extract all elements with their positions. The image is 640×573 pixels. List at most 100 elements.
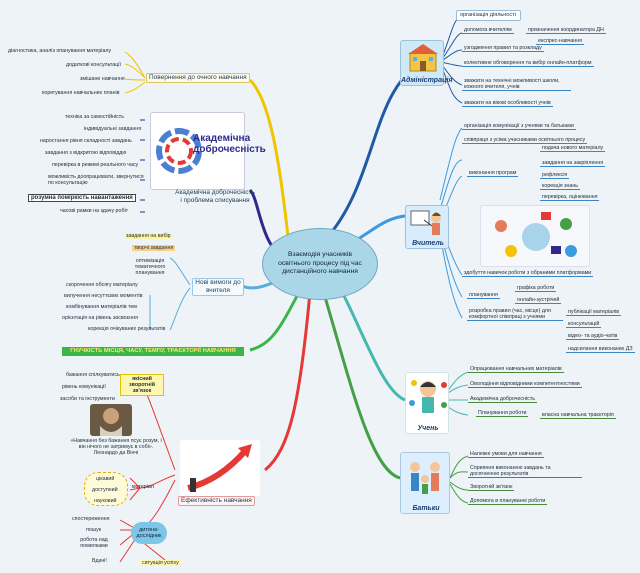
admin-item-1: організація діяльності: [456, 10, 521, 21]
rules-sub-4: надсилання виконаних ДЗ: [566, 346, 635, 353]
student-picture: Учень: [405, 372, 449, 434]
rules-sub-2: консультацій: [566, 321, 602, 328]
researcher-sub-3: робота над помилками: [80, 537, 108, 549]
admin-sub-2: експрес-навчання: [536, 38, 585, 45]
student-item-3: Академічна доброчесність: [468, 396, 538, 403]
student-item-1: Опрацювання навчальних матеріалів: [468, 366, 564, 373]
req-item-2: творчі завдання: [132, 245, 176, 251]
planning-sub-1: графіка роботи: [515, 285, 557, 292]
parents-caption: Батьки: [412, 505, 440, 512]
material-sub-2: доступний: [92, 487, 118, 493]
student-icon: [409, 380, 447, 413]
growth-arrow-icon: [187, 444, 252, 492]
teacher-item-1: організація комунікації з учнями та бать…: [462, 123, 576, 130]
academic-badge: Академічна доброчесність: [193, 133, 266, 155]
academic-integrity-icon: [156, 128, 202, 174]
req-item-5: вилучення несуттєвих моментів: [64, 293, 143, 299]
parents-item-1: Належні умови для навчання: [468, 451, 544, 458]
researcher-node: дитина-дослідник: [131, 522, 167, 544]
req-item-8: корекція очікуваних результатів: [88, 326, 166, 332]
admin-sub-1: призначення координатора ДН: [526, 27, 606, 34]
central-topic-title: Взаємодія учасників освітнього процесу п…: [278, 251, 362, 276]
teacher-icon: [410, 210, 441, 235]
situation-node: ситуація успіху: [140, 560, 181, 566]
feedback-sub-1: бажання спілкуватись: [66, 372, 120, 378]
req-item-3: оптимізація тематичного планування: [134, 258, 166, 276]
parents-item-2: Сприяння виконанню завдань та досягненню…: [468, 465, 582, 478]
program-sub-1: подача нового матеріалу: [540, 145, 606, 152]
teacher-item-3: виконання програм: [467, 170, 519, 177]
family-icon: [410, 462, 440, 494]
return-item-1: діагностика, аналіз опанування матеріалу: [8, 48, 112, 54]
return-item-4: корегування навчальних планів: [42, 90, 120, 96]
program-sub-3: рефлексія: [540, 172, 570, 179]
admin-picture: Адміністрація: [400, 40, 453, 86]
quote-text: «Навчання без бажання псує розум, і він …: [70, 438, 162, 456]
feedback-sub-3: засоби та інструменти: [60, 396, 115, 402]
academic-item-4: завдання з відкритою відповіддю: [45, 150, 127, 156]
teacher-picture: Вчитель: [405, 205, 449, 249]
school-building-icon: [408, 44, 438, 72]
researcher-label: дитина-дослідник: [136, 527, 162, 539]
requirements-label: Нові вимоги до вчителя: [192, 278, 244, 296]
req-item-6: комбінування матеріалів тем: [66, 304, 137, 310]
rules-sub-3: відео- та аудіо-чатів: [566, 333, 620, 340]
feedback-node: якісний зворотній зв'язок: [120, 374, 164, 396]
admin-item-5: зважати на технічні можливості школи, ко…: [462, 78, 571, 91]
program-sub-2: завдання на закріплення: [540, 160, 606, 167]
teacher-item-4: здобуття навичок роботи з обраними платф…: [462, 270, 594, 277]
academic-item-1: техніка за самостійність: [65, 114, 124, 120]
teacher-caption: Вчитель: [412, 240, 444, 247]
student-plan-sub: власна навчальна траєкторія: [540, 412, 616, 419]
teacher-item-5: планування: [467, 292, 500, 299]
admin-item-6: зважати на вікові особливості учнів: [462, 100, 553, 107]
connector-effectiveness: [264, 291, 312, 472]
connector-flex: [249, 289, 302, 352]
rules-sub-1: публікації матеріалів: [566, 309, 622, 316]
return-item-3: змішане навчання: [80, 76, 125, 82]
online-platforms-icon: [495, 212, 577, 257]
admin-item-4: колективне обговорення та вибір онлайн-п…: [462, 60, 594, 67]
admin-item-2: допомога вчителям: [462, 27, 514, 34]
academic-item-7: розумна поміркість навантаження: [28, 194, 136, 202]
program-sub-5: перевірка, оцінювання: [540, 194, 600, 201]
platforms-picture: [480, 205, 590, 267]
feedback-sub-2: рівень комунікації: [62, 384, 106, 390]
teacher-item-6: розробка правил (час, місце) для комфорт…: [467, 308, 563, 321]
req-item-1: завдання на вибір: [126, 233, 171, 239]
material-sub-1: цікавий: [96, 476, 115, 482]
student-caption: Учень: [417, 425, 439, 432]
flex-label: ГНУЧКІСТЬ МІСЦЯ, ЧАСУ, ТЕМПУ, ТРАЄКТОРІЇ…: [62, 347, 244, 356]
central-topic: Взаємодія учасників освітнього процесу п…: [262, 228, 378, 300]
material-sub-3: науковий: [94, 498, 117, 504]
student-item-4: Планування роботи: [476, 410, 529, 417]
academic-item-3: наростання рівня складності завдань: [40, 138, 132, 144]
admin-caption: Адміністрація: [401, 77, 453, 84]
material-cloud: [84, 472, 128, 506]
return-item-2: додаткові консультації: [66, 62, 121, 68]
portrait-icon: [100, 408, 122, 436]
researcher-sub-2: пошук: [86, 527, 102, 533]
effectiveness-label: Ефективність навчання: [178, 496, 255, 506]
researcher-sub-4: Вдачі!: [92, 558, 107, 564]
academic-item-6: можливість доопрацювати, звернутися по к…: [48, 174, 144, 186]
program-sub-4: корекція знань: [540, 183, 581, 190]
return-branch-label: Повернення до очного навчання: [146, 73, 250, 83]
req-item-4: скорочення обсягу матеріалу: [66, 282, 138, 288]
connector-parents: [318, 279, 401, 480]
academic-picture: Академічна доброчесність: [150, 112, 266, 190]
academic-item-5: перевірка в режимі реального часу: [52, 162, 139, 168]
growth-arrow-picture: [180, 440, 260, 496]
connector-return: [248, 78, 292, 256]
parents-picture: Батьки: [400, 452, 450, 514]
parents-item-3: Зворотній зв'язок: [468, 484, 515, 491]
academic-item-2: індивідуальні завдання: [84, 126, 142, 132]
material-node: матеріал: [132, 484, 154, 490]
student-item-2: Оволодіння відповідними компетентностями: [468, 381, 582, 388]
parents-item-4: Допомога в плануванні роботи: [468, 498, 548, 505]
researcher-sub-1: спостереження: [72, 516, 110, 522]
req-item-7: орієнтація на рівень засвоєння: [62, 315, 139, 321]
teacher-item-2: співпраця з усіма учасниками освітнього …: [462, 137, 588, 144]
davinci-portrait: [90, 404, 132, 436]
